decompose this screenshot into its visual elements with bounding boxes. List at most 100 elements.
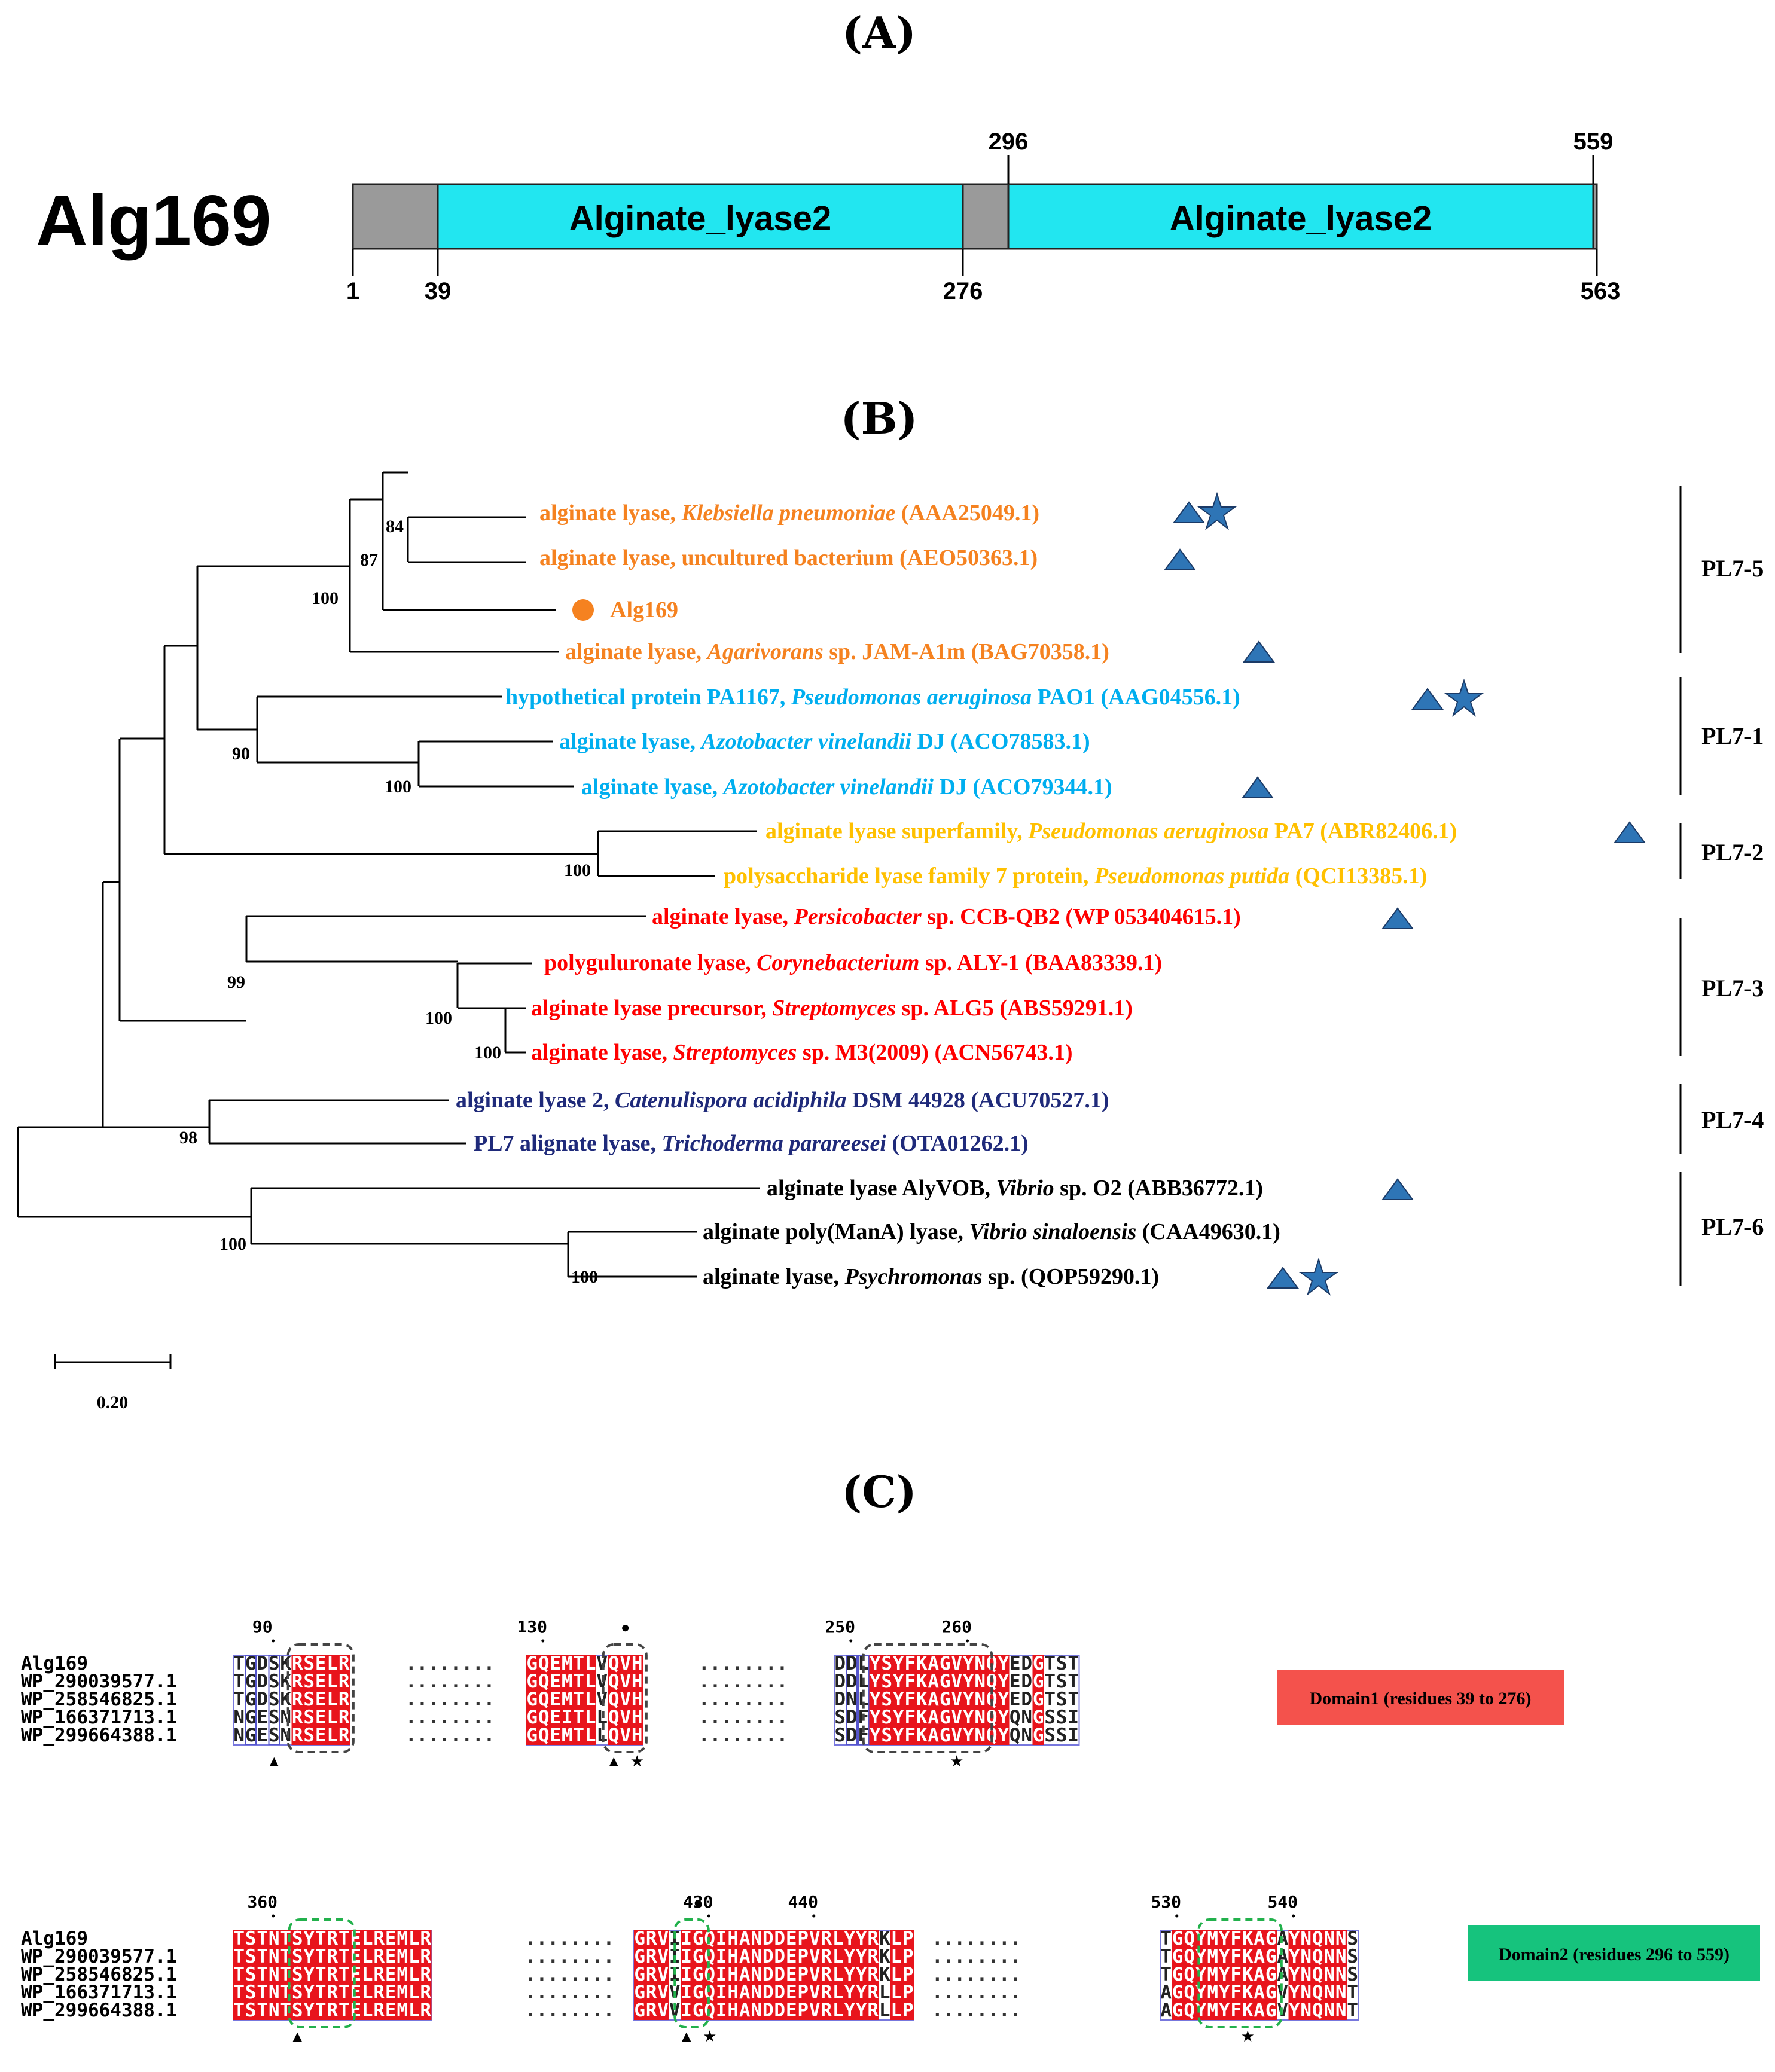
residue: R bbox=[646, 2000, 657, 2021]
residue: Q bbox=[608, 1671, 620, 1692]
residue: D bbox=[834, 1671, 846, 1692]
residue: T bbox=[1160, 1964, 1172, 1985]
residue: H bbox=[632, 1671, 643, 1692]
residue: G bbox=[1172, 2000, 1184, 2021]
residue: P bbox=[797, 1982, 809, 2003]
residue: T bbox=[1068, 1671, 1079, 1692]
residue: G bbox=[245, 1707, 257, 1728]
residue: G bbox=[1265, 1946, 1277, 1967]
residue: D bbox=[257, 1653, 268, 1674]
scale-bar-label: 0.20 bbox=[97, 1393, 129, 1412]
residue: M bbox=[397, 1928, 408, 1949]
residue: S bbox=[881, 1653, 892, 1674]
bootstrap-100-a: 100 bbox=[312, 588, 338, 608]
residue: T bbox=[315, 1964, 327, 1985]
residue: E bbox=[385, 2000, 397, 2021]
residue: N bbox=[1335, 2000, 1347, 2021]
residue: S bbox=[245, 1982, 257, 2003]
alignment-gap: ........ bbox=[699, 1725, 788, 1746]
residue: A bbox=[1254, 2000, 1265, 2021]
conserved-column bbox=[785, 1930, 797, 2020]
ruler-tick bbox=[1175, 1914, 1179, 1918]
residue: P bbox=[902, 1964, 914, 1985]
residue: M bbox=[562, 1689, 573, 1710]
alignment-group-1: Alg169WP_290039577.1WP_258546825.1WP_166… bbox=[21, 1617, 1080, 1770]
residue: Q bbox=[1312, 1946, 1323, 1967]
residue: T bbox=[1068, 1689, 1079, 1710]
conserved-column bbox=[338, 1930, 350, 2020]
residue: G bbox=[526, 1653, 538, 1674]
taxon-label-10: alginate lyase, Persicobacter sp. CCB-QB… bbox=[652, 904, 1241, 929]
conserved-column bbox=[998, 1655, 1010, 1745]
residue: D bbox=[774, 1946, 785, 1967]
residue: Y bbox=[856, 2000, 867, 2021]
taxon-label-6: alginate lyase, Azotobacter vinelandii D… bbox=[559, 729, 1090, 754]
panel-a-label: (A) bbox=[842, 7, 916, 58]
alignment-gap: ........ bbox=[525, 2000, 614, 2021]
alignment-gap: ........ bbox=[525, 1946, 614, 1967]
residue: Q bbox=[608, 1653, 620, 1674]
residue: N bbox=[751, 1928, 762, 1949]
residue: N bbox=[751, 1964, 762, 1985]
residue: T bbox=[280, 1928, 291, 1949]
residue: G bbox=[634, 2000, 645, 2021]
residue: R bbox=[327, 1982, 338, 2003]
residue: Y bbox=[870, 1725, 881, 1746]
residue: E bbox=[786, 2000, 797, 2021]
residue: Y bbox=[303, 1928, 315, 1949]
residue: R bbox=[420, 1946, 431, 1967]
residue: I bbox=[1068, 1725, 1079, 1746]
conserved-column bbox=[245, 1930, 257, 2020]
alg169-marker bbox=[572, 599, 594, 621]
residue: R bbox=[373, 1982, 385, 2003]
motif-highlight bbox=[1197, 1918, 1283, 2028]
residue: S bbox=[269, 1725, 280, 1746]
residue: D bbox=[763, 1946, 774, 1967]
residue: T bbox=[1044, 1689, 1056, 1710]
residue: N bbox=[1323, 1946, 1335, 1967]
clade-label-pl7-1: PL7-1 bbox=[1701, 722, 1764, 749]
residue: R bbox=[338, 1689, 350, 1710]
residue: E bbox=[350, 1964, 361, 1985]
residue: S bbox=[269, 1653, 280, 1674]
residue: P bbox=[902, 2000, 914, 2021]
conserved-column bbox=[692, 1930, 704, 2020]
conserved-column bbox=[855, 1930, 867, 2020]
conserved-column bbox=[951, 1655, 963, 1745]
residue: K bbox=[879, 1928, 890, 1949]
domain2-bar bbox=[1007, 183, 1594, 250]
residue: R bbox=[867, 1928, 879, 1949]
residue: T bbox=[1160, 1946, 1172, 1967]
residue: K bbox=[1242, 1964, 1254, 1985]
residue: Y bbox=[998, 1689, 1009, 1710]
residue: Q bbox=[608, 1707, 620, 1728]
residue: G bbox=[245, 1689, 257, 1710]
residue: L bbox=[327, 1707, 338, 1728]
residue: A bbox=[928, 1671, 939, 1692]
ruler-tick bbox=[272, 1914, 275, 1918]
residue: Y bbox=[1195, 1928, 1207, 1949]
residue: T bbox=[573, 1653, 584, 1674]
taxon-label-13: alginate lyase, Streptomyces sp. M3(2009… bbox=[531, 1040, 1073, 1065]
residue: Q bbox=[608, 1689, 620, 1710]
residue: G bbox=[1033, 1725, 1044, 1746]
conserved-column bbox=[727, 1930, 739, 2020]
annotation-mark: ▲ bbox=[606, 1753, 621, 1770]
ruler-label: 260 bbox=[941, 1617, 972, 1637]
residue: F bbox=[904, 1707, 916, 1728]
residue: V bbox=[657, 1928, 669, 1949]
residue: V bbox=[809, 1946, 821, 1967]
conserved-column bbox=[315, 1655, 327, 1745]
residue: L bbox=[879, 1982, 890, 2003]
residue: I bbox=[681, 2000, 692, 2021]
residue: T bbox=[1160, 1928, 1172, 1949]
conserved-column bbox=[257, 1930, 269, 2020]
residue: E bbox=[385, 1946, 397, 1967]
residue: Y bbox=[963, 1689, 974, 1710]
conserved-column bbox=[974, 1655, 986, 1745]
residue: Y bbox=[870, 1671, 881, 1692]
residue: D bbox=[763, 2000, 774, 2021]
markers bbox=[1164, 492, 1646, 1296]
residue: D bbox=[1021, 1653, 1032, 1674]
domain2-box bbox=[1468, 1925, 1760, 1981]
